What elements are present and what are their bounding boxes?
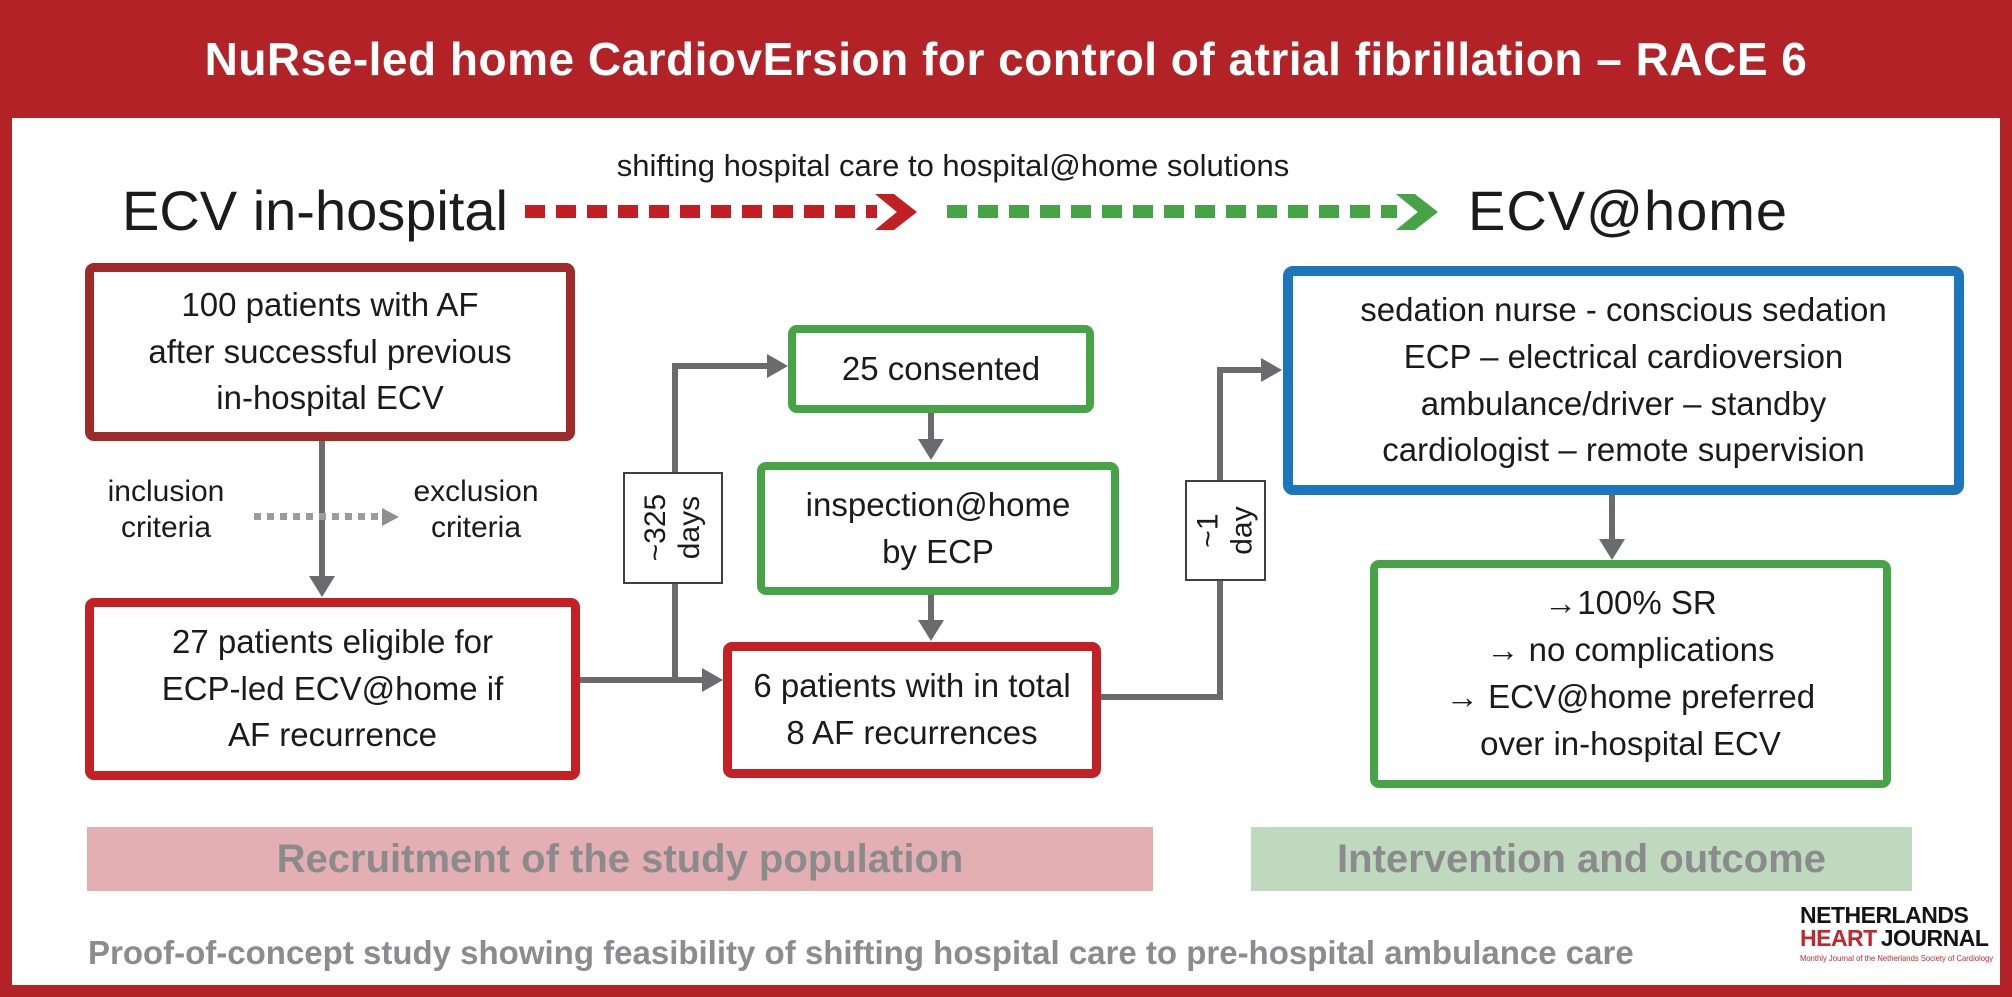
- ecv-in-hospital-label: ECV in-hospital: [122, 179, 508, 242]
- box-25-consented: 25 consented: [788, 325, 1094, 413]
- ecv-at-home-label: ECV@home: [1468, 179, 1789, 242]
- conclusion-text: Proof-of-concept study showing feasibili…: [88, 934, 1634, 971]
- red-arrowhead-icon: [875, 194, 917, 230]
- text-line: → ECV@home preferred: [1445, 678, 1816, 715]
- text-line: ambulance/driver – standby: [1420, 384, 1827, 422]
- text-line: inspection@home: [805, 485, 1071, 523]
- text-line: criteria: [120, 511, 211, 544]
- text-line: 6 patients with in total: [753, 667, 1071, 705]
- text-line: in-hospital ECV: [216, 379, 444, 417]
- arrowhead-right-icon: [1261, 358, 1282, 382]
- arrowhead-down-icon: [918, 620, 944, 641]
- logo-journal: JOURNAL: [1880, 925, 1989, 952]
- text-line: 100 patients with AF: [181, 285, 479, 323]
- shift-caption: shifting hospital care to hospital@home …: [616, 148, 1290, 183]
- connector-line: [562, 677, 707, 683]
- text-line: inclusion: [107, 475, 225, 508]
- intervention-banner-label: Intervention and outcome: [1337, 836, 1826, 881]
- arrowhead-down-icon: [309, 576, 335, 597]
- logo-tagline: Monthly Journal of the Netherlands Socie…: [1800, 952, 1994, 963]
- inclusion-exclusion-dotted-arrow: [254, 513, 382, 520]
- text-line: AF recurrence: [227, 716, 438, 754]
- text-line: day: [1225, 506, 1259, 555]
- page-title: NuRse-led home CardiovErsion for control…: [204, 33, 1808, 85]
- recruitment-banner: Recruitment of the study population: [87, 827, 1153, 891]
- text-line: criteria: [430, 511, 521, 544]
- text-line: after successful previous: [148, 332, 512, 370]
- text-line: 25 consented: [841, 349, 1041, 387]
- connector-line: [1083, 694, 1223, 700]
- intervention-banner: Intervention and outcome: [1251, 827, 1912, 891]
- text-line: days: [672, 496, 706, 560]
- logo-heart: HEART: [1800, 925, 1877, 952]
- arrowhead-down-icon: [918, 439, 944, 460]
- title-banner: NuRse-led home CardiovErsion for control…: [0, 0, 2012, 118]
- text-line: over in-hospital ECV: [1480, 724, 1781, 762]
- box-inspection-home: inspection@home by ECP: [757, 462, 1119, 595]
- arrowhead-down-icon: [1599, 539, 1625, 560]
- text-line: → no complications: [1486, 631, 1775, 669]
- connector-line: [1609, 475, 1615, 541]
- dotted-arrowhead-icon: [382, 508, 399, 526]
- arrowhead-right-icon: [702, 668, 723, 692]
- text-line: by ECP: [882, 532, 994, 570]
- text-line: exclusion: [413, 475, 539, 508]
- box-100-patients: 100 patients with AF after successful pre…: [85, 263, 575, 441]
- box-outcomes: →100% SR → no complications → ECV@home pre…: [1370, 560, 1891, 788]
- text-line: sedation nurse - conscious sedation: [1360, 290, 1887, 328]
- text-line: ~1: [1191, 513, 1225, 548]
- green-dashed-arrow: [947, 205, 1397, 218]
- text-line: 27 patients eligible for: [171, 622, 494, 660]
- connector-line: [928, 579, 934, 621]
- connector-line: [319, 423, 325, 578]
- logo-netherlands: NETHERLANDS: [1800, 902, 1969, 928]
- connector-line: [928, 397, 934, 439]
- recruitment-banner-label: Recruitment of the study population: [276, 836, 964, 881]
- arrowhead-right-icon: [767, 354, 788, 378]
- red-dashed-arrow: [525, 205, 877, 218]
- connector-line: [672, 363, 768, 369]
- text-line: 8 AF recurrences: [786, 714, 1038, 751]
- text-line: ~325: [639, 494, 673, 562]
- green-arrowhead-icon: [1396, 194, 1438, 230]
- text-line: ECP-led ECV@home if: [161, 669, 504, 707]
- text-line: cardiologist – remote supervision: [1382, 431, 1865, 469]
- box-6-recurrences: 6 patients with in total 8 AF recurrences: [723, 642, 1101, 778]
- text-line: →100% SR: [1544, 584, 1717, 622]
- connector-line: [1217, 367, 1263, 373]
- text-line: ECP – electrical cardioversion: [1403, 337, 1844, 375]
